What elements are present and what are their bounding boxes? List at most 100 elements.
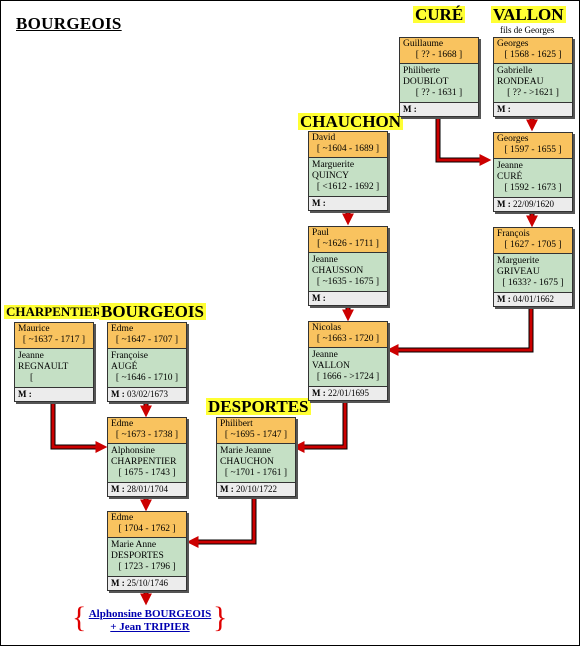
marriage-label: M :: [312, 198, 326, 208]
couple-card-nicolas: Nicolas [ ~1663 - 1720 ] Jeanne VALLON […: [308, 321, 388, 401]
left-brace-ornament: {: [72, 601, 87, 634]
wife-surname: CHARPENTIER: [111, 457, 177, 467]
marriage-row: M : 22/01/1695: [309, 387, 387, 400]
husband-dates: [ ~1626 - 1711 ]: [317, 239, 379, 249]
wife-first-name: Marie Anne: [111, 540, 157, 550]
family-label-chauchon: CHAUCHON: [298, 112, 404, 131]
husband-name: Philibert: [220, 419, 253, 429]
husband-name: Georges: [497, 39, 529, 49]
husband-block: Paul [ ~1626 - 1711 ]: [309, 227, 387, 253]
wife-dates: [ 1675 - 1743 ]: [118, 468, 176, 478]
marriage-date: 28/01/1704: [127, 484, 169, 494]
marriage-label: M :: [497, 104, 511, 114]
wife-block: Alphonsine CHARPENTIER [ 1675 - 1743 ]: [108, 444, 186, 483]
wife-block: Marguerite QUINCY [ <1612 - 1692 ]: [309, 158, 387, 197]
wife-dates: [ 1633? - 1675 ]: [502, 278, 564, 288]
couple-card-georges-cure: Georges [ 1597 - 1655 ] Jeanne CURÉ [ 15…: [493, 132, 573, 212]
husband-block: Edme [ 1704 - 1762 ]: [108, 512, 186, 538]
wife-dates: [ ?? - >1621 ]: [507, 88, 559, 98]
wife-first-name: Marguerite: [497, 256, 540, 266]
marriage-row: M : 03/02/1673: [108, 388, 186, 401]
family-label-bourgeois: BOURGEOIS: [99, 302, 206, 321]
couple-card-georges-rondeau: Georges [ 1568 - 1625 ] Gabrielle RONDEA…: [493, 37, 573, 117]
family-label-vallon: VALLON: [491, 5, 566, 24]
link-francois-nicolas: [386, 299, 533, 356]
marriage-label: M :: [111, 578, 125, 588]
wife-first-name: Jeanne: [312, 350, 338, 360]
marriage-date: 22/09/1620: [513, 199, 555, 209]
family-label-cure: CURÉ: [413, 5, 466, 24]
marriage-label: M :: [403, 104, 417, 114]
wife-surname: QUINCY: [312, 171, 349, 181]
wife-surname: CURÉ: [497, 172, 523, 182]
wife-block: Jeanne VALLON [ 1666 - >1724 ]: [309, 348, 387, 387]
wife-block: Jeanne CURÉ [ 1592 - 1673 ]: [494, 159, 572, 198]
wife-block: Philiberte DOUBLOT [ ?? - 1631 ]: [400, 64, 478, 103]
couple-card-edme-auge: Edme [ ~1647 - 1707 ] Françoise AUGÉ [ ~…: [107, 322, 187, 402]
page-title: BOURGEOIS: [16, 14, 122, 33]
husband-block: Nicolas [ ~1663 - 1720 ]: [309, 322, 387, 348]
husband-dates: [ ~1604 - 1689 ]: [316, 144, 380, 154]
final-couple-link[interactable]: Alphonsine BOURGEOIS + Jean TRIPIER: [70, 608, 230, 634]
marriage-row: M :: [309, 292, 387, 305]
couple-card-guillaume: Guillaume [ ?? - 1668 ] Philiberte DOUBL…: [399, 37, 479, 117]
wife-block: Marie Anne DESPORTES [ 1723 - 1796 ]: [108, 538, 186, 577]
husband-name: Georges: [497, 134, 529, 144]
wife-block: Jeanne REGNAULT [: [15, 349, 93, 388]
husband-name: Paul: [312, 228, 329, 238]
wife-block: Jeanne CHAUSSON [ ~1635 - 1675 ]: [309, 253, 387, 292]
wife-surname: DESPORTES: [111, 551, 164, 561]
husband-name: Edme: [111, 324, 134, 334]
marriage-label: M :: [18, 389, 32, 399]
husband-block: Edme [ ~1647 - 1707 ]: [108, 323, 186, 349]
wife-first-name: Jeanne: [18, 351, 44, 361]
marriage-label: M :: [220, 484, 234, 494]
wife-dates: [ 1666 - >1724 ]: [316, 372, 380, 382]
husband-dates: [ ?? - 1668 ]: [415, 50, 463, 60]
wife-dates: [ 1592 - 1673 ]: [504, 183, 562, 193]
wife-first-name: Marguerite: [312, 160, 355, 170]
marriage-date: 04/01/1662: [513, 294, 555, 304]
wife-block: Françoise AUGÉ [ ~1646 - 1710 ]: [108, 349, 186, 388]
final-line-2[interactable]: + Jean TRIPIER: [110, 621, 190, 633]
husband-dates: [ ~1637 - 1717 ]: [22, 335, 86, 345]
wife-dates: [ ?? - 1631 ]: [415, 88, 463, 98]
wife-dates: [ ~1646 - 1710 ]: [115, 373, 179, 383]
couple-card-edme-desportes: Edme [ 1704 - 1762 ] Marie Anne DESPORTE…: [107, 511, 187, 591]
marriage-label: M :: [497, 294, 511, 304]
marriage-date: 03/02/1673: [127, 389, 169, 399]
wife-dates: [: [30, 373, 34, 383]
wife-dates: [ 1723 - 1796 ]: [118, 562, 176, 572]
wife-dates: [ <1612 - 1692 ]: [316, 182, 380, 192]
husband-block: Edme [ ~1673 - 1738 ]: [108, 418, 186, 444]
marriage-row: M :: [309, 197, 387, 210]
wife-block: Marguerite GRIVEAU [ 1633? - 1675 ]: [494, 254, 572, 293]
husband-dates: [ 1627 - 1705 ]: [504, 240, 562, 250]
marriage-row: M : 20/10/1722: [217, 483, 295, 496]
link-guillaume-georges: [436, 108, 492, 166]
marriage-row: M : 04/01/1662: [494, 293, 572, 306]
husband-dates: [ 1597 - 1655 ]: [504, 145, 562, 155]
marriage-row: M :: [494, 103, 572, 116]
final-line-1[interactable]: Alphonsine BOURGEOIS: [88, 608, 212, 620]
husband-block: David [ ~1604 - 1689 ]: [309, 132, 387, 158]
marriage-label: M :: [312, 388, 326, 398]
wife-surname: AUGÉ: [111, 362, 138, 372]
husband-block: Georges [ 1568 - 1625 ]: [494, 38, 572, 64]
marriage-label: M :: [111, 484, 125, 494]
wife-first-name: Alphonsine: [111, 446, 155, 456]
link-nicolas-philibert: [292, 394, 347, 453]
husband-dates: [ ~1647 - 1707 ]: [115, 335, 179, 345]
wife-first-name: Jeanne: [312, 255, 338, 265]
husband-block: Georges [ 1597 - 1655 ]: [494, 133, 572, 159]
wife-first-name: Marie Jeanne: [220, 446, 271, 456]
husband-name: Edme: [111, 513, 134, 523]
marriage-row: M :: [15, 388, 93, 401]
marriage-date: 20/10/1722: [236, 484, 278, 494]
husband-block: Philibert [ ~1695 - 1747 ]: [217, 418, 295, 444]
couple-card-david: David [ ~1604 - 1689 ] Marguerite QUINCY…: [308, 131, 388, 211]
wife-first-name: Jeanne: [497, 161, 523, 171]
wife-surname: REGNAULT: [18, 362, 69, 372]
couple-card-francois: François [ 1627 - 1705 ] Marguerite GRIV…: [493, 227, 573, 307]
husband-name: Nicolas: [312, 323, 342, 333]
